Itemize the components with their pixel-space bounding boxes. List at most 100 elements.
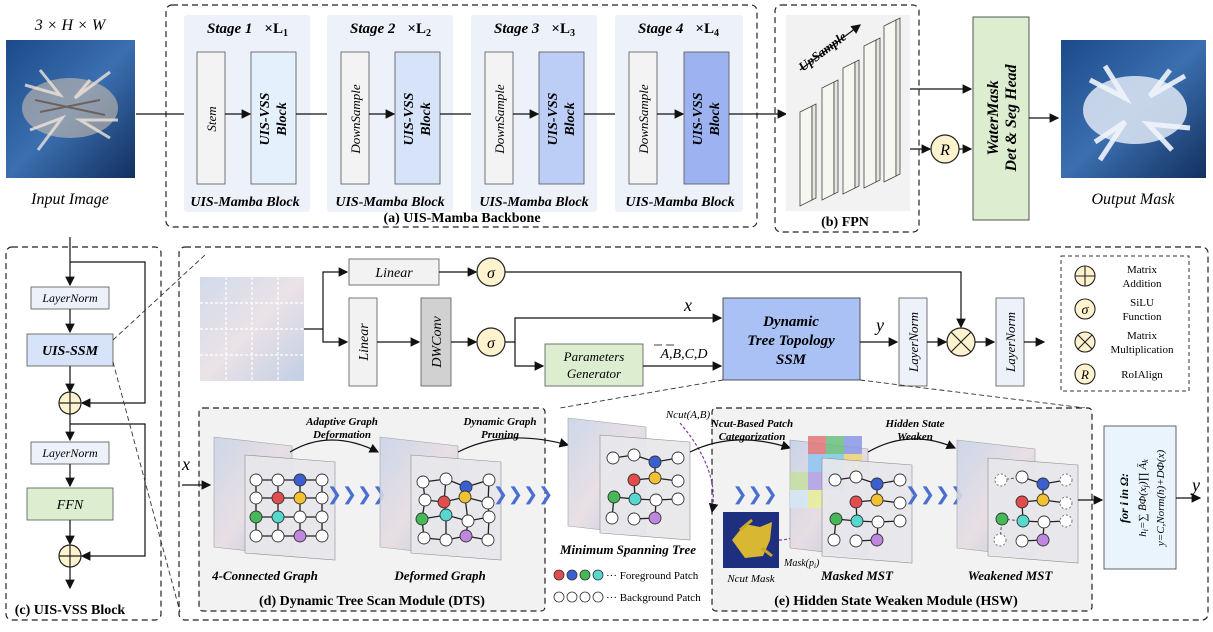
graph-node <box>995 512 1009 526</box>
graph-node <box>271 491 285 505</box>
graph-node <box>271 510 285 524</box>
svg-text:DWConv: DWConv <box>430 316 445 369</box>
input-label: Input Image <box>30 191 109 208</box>
graph-node <box>482 473 496 487</box>
graph-node <box>249 473 263 487</box>
vss-ffn <box>26 487 114 521</box>
graph-node <box>849 495 863 509</box>
graph-node <box>293 510 307 524</box>
stem-label: Stem <box>204 106 219 131</box>
weakened-label: Weakened MST <box>968 568 1054 583</box>
graph-deformed <box>379 436 502 561</box>
svg-text:R: R <box>1080 367 1089 382</box>
svg-text:FFN: FFN <box>56 498 84 513</box>
graph-node <box>293 473 307 487</box>
graph-node <box>850 514 864 528</box>
svg-text:WaterMaskDet & Seg Head: WaterMaskDet & Seg Head <box>985 63 1020 172</box>
svg-text:DownSample: DownSample <box>348 84 363 155</box>
svg-text:LayerNorm: LayerNorm <box>41 446 98 460</box>
svg-text:y=C,Norm(h)+DΦ(x): y=C,Norm(h)+DΦ(x) <box>1155 450 1167 548</box>
stage-1-title: Stage 1×L1 <box>207 21 288 39</box>
uis-vss-block-1 <box>250 51 297 185</box>
graph-node <box>828 473 842 487</box>
patch-legend: ··· Foreground Patch ··· Background Patc… <box>553 569 701 604</box>
legend-roialign: R RoIAlign <box>1074 363 1163 385</box>
graph-node <box>315 510 329 524</box>
svg-text:Stage 4×L4: Stage 4×L4 <box>638 21 719 39</box>
graph-node <box>315 529 329 543</box>
graph-node <box>627 448 641 462</box>
graph-node <box>649 493 663 507</box>
uis-vss-block-2 <box>394 51 441 185</box>
svg-text:UIS-Mamba Block: UIS-Mamba Block <box>479 195 588 210</box>
vss-uis-ssm <box>26 333 114 367</box>
fpn-pyramid <box>799 17 901 207</box>
graph-node <box>607 490 621 504</box>
graph-node <box>1036 493 1050 507</box>
uis-vss-block-4 <box>683 51 730 185</box>
dwconv-block <box>420 297 452 387</box>
ssm-frame <box>178 246 1209 621</box>
patch-image <box>200 277 304 381</box>
graph-node <box>458 490 472 504</box>
graph1-label: 4-Connected Graph <box>211 568 318 583</box>
svg-text:··· Background Patch: ··· Background Patch <box>606 592 701 604</box>
backbone-frame <box>165 4 758 228</box>
graph-node <box>605 511 619 525</box>
ssm-x-label: x <box>683 295 692 315</box>
graph-node <box>1059 473 1073 487</box>
linear-mid <box>348 297 378 387</box>
fpn-caption: (b) FPN <box>821 215 869 230</box>
stage-1-caption: UIS-Mamba Block <box>190 195 299 210</box>
chevrons-2: ❯❯❯❯ <box>493 484 553 505</box>
masked-mst-nodes <box>827 470 907 548</box>
graph-node <box>849 470 863 484</box>
input-image <box>6 40 135 178</box>
formula-text: for i in Ω: hi=∑ B̄Φ(xj)∏ Āk y=C,Norm(h)… <box>1117 450 1167 548</box>
dts-caption: (d) Dynamic Tree Scan Module (DTS) <box>259 594 485 609</box>
graph-node <box>249 491 263 505</box>
downsample-block-4 <box>628 51 658 185</box>
graph-node <box>1036 477 1050 491</box>
stem-block <box>196 51 226 185</box>
graph-4-nodes <box>249 473 329 543</box>
graph-node <box>671 451 685 465</box>
graph-node <box>293 491 307 505</box>
graph-node <box>1059 514 1073 528</box>
graph-node <box>439 508 453 522</box>
graph-node <box>870 477 884 491</box>
graph-node <box>993 533 1007 547</box>
graph-node <box>893 473 907 487</box>
svg-text:x: x <box>181 454 190 474</box>
graph-node <box>271 529 285 543</box>
svg-text:Linear: Linear <box>374 266 413 281</box>
svg-text:LayerNorm: LayerNorm <box>1003 312 1018 373</box>
vss-frame <box>5 246 162 621</box>
graph-node <box>994 473 1008 487</box>
graph-node <box>893 496 907 510</box>
masked-label: Masked MST <box>820 568 894 583</box>
graph-node <box>893 514 907 528</box>
graph-node <box>1015 495 1029 509</box>
graph-node <box>249 510 263 524</box>
graph-node <box>1059 496 1073 510</box>
graph-node <box>628 492 642 506</box>
svg-text:DownSample: DownSample <box>636 84 651 155</box>
watermask-head <box>972 16 1030 221</box>
ssm-y-label: y <box>874 315 884 335</box>
